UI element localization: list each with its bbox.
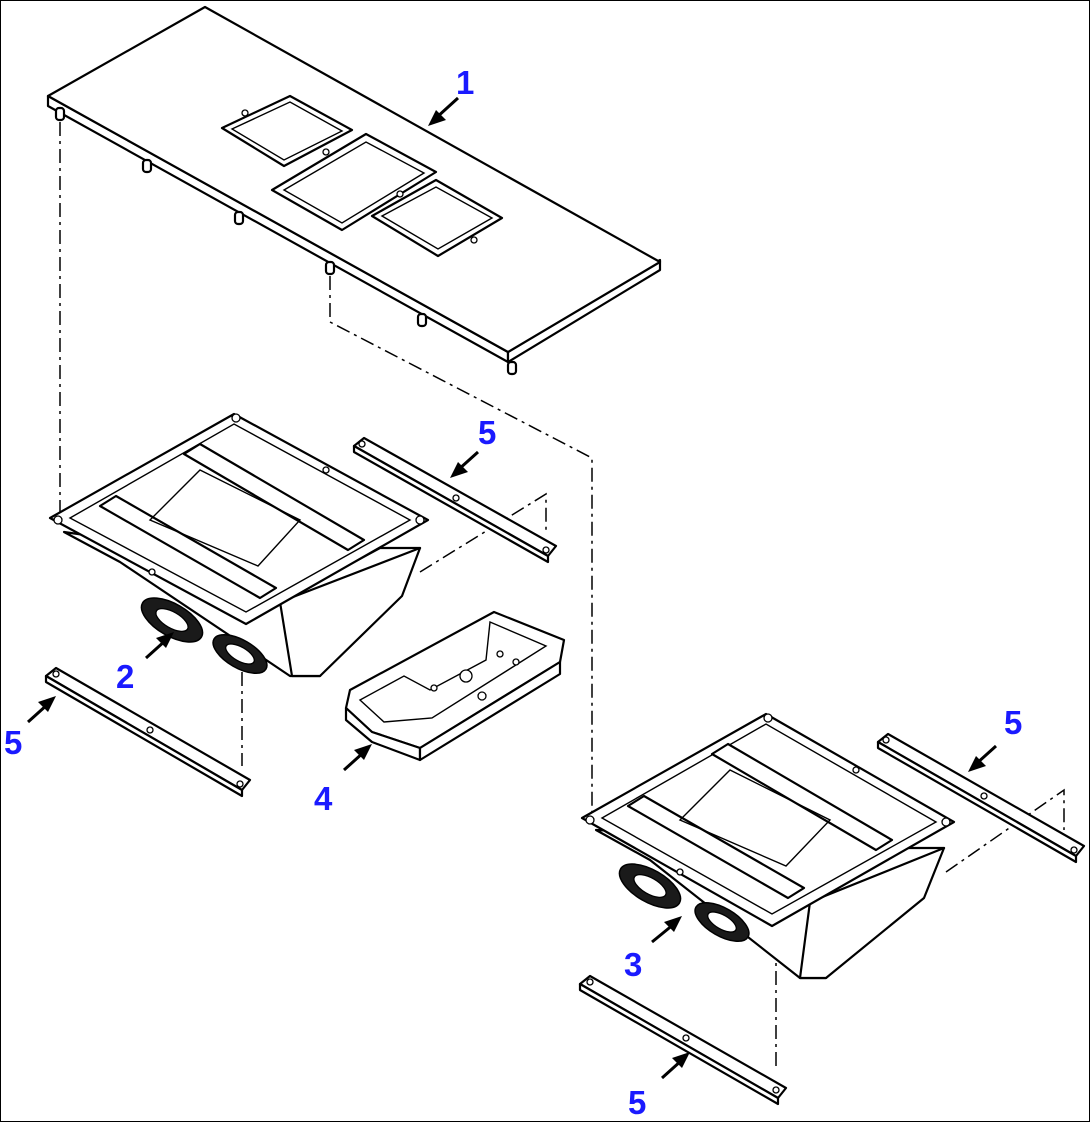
arrow-2 xyxy=(144,632,174,660)
callout-3: 3 xyxy=(624,946,642,983)
arrow-4 xyxy=(342,744,372,772)
callout-2: 2 xyxy=(116,658,134,695)
callout-5a: 5 xyxy=(478,414,496,451)
arrow-5d xyxy=(660,1052,690,1080)
arrow-3 xyxy=(651,916,682,944)
part-3-housing xyxy=(580,712,956,980)
callout-5c: 5 xyxy=(1004,704,1022,741)
callout-labels: 1 2 3 4 5 5 5 5 xyxy=(4,64,1022,1121)
strap-upper-right xyxy=(876,732,1086,864)
arrow-5a xyxy=(450,450,480,478)
strap-lower-left xyxy=(44,666,252,798)
strap-lower-right xyxy=(578,974,788,1106)
arrow-5b xyxy=(26,696,56,724)
arrow-5c xyxy=(968,744,998,772)
callout-4: 4 xyxy=(314,780,333,817)
callout-5b: 5 xyxy=(4,724,22,761)
panel-studs xyxy=(54,106,518,376)
callout-5d: 5 xyxy=(628,1084,646,1121)
part-2-housing xyxy=(48,412,430,678)
part-5-straps xyxy=(44,436,1086,1106)
part-4-bracket xyxy=(344,610,566,762)
leader-arrows xyxy=(26,96,998,1080)
strap-upper-left xyxy=(352,436,558,564)
part-1-panel xyxy=(46,5,662,376)
callout-1: 1 xyxy=(456,64,474,101)
arrow-1 xyxy=(428,96,460,126)
assembly-lines xyxy=(59,122,1065,1068)
